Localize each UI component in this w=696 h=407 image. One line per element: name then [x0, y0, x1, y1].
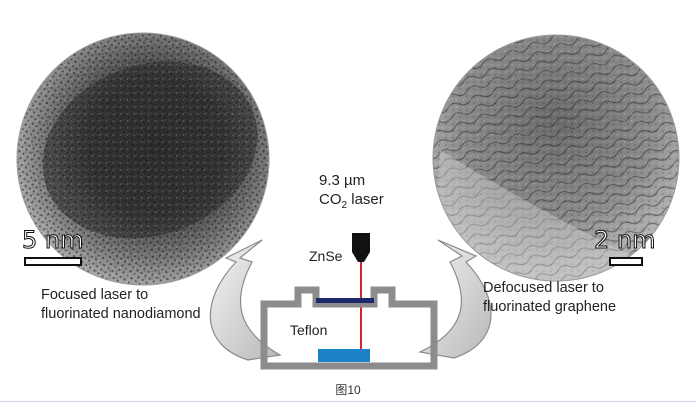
figure-caption: 图10: [335, 383, 361, 397]
left-caption-line-2: fluorinated nanodiamond: [41, 306, 201, 322]
right-caption-line-1: Defocused laser to: [483, 280, 604, 296]
graphene-tem-image: [433, 35, 679, 281]
znse-label: ZnSe: [309, 248, 343, 264]
right-scale-label: 2 nm: [594, 226, 656, 255]
nanodiamond-tem-image: [17, 33, 269, 285]
laser-head-icon: [352, 233, 370, 262]
bottom-divider: [0, 401, 696, 402]
laser-wavelength-label: 9.3 µm: [319, 172, 366, 189]
teflon-label: Teflon: [290, 322, 328, 338]
teflon-sample: [318, 349, 370, 362]
right-caption-line-2: fluorinated graphene: [483, 299, 617, 315]
left-curved-arrow: [209, 239, 282, 361]
left-caption-line-1: Focused laser to: [41, 287, 149, 303]
reaction-cell: [260, 286, 438, 370]
left-scale-label: 5 nm: [22, 226, 84, 255]
laser-type-subscript: 2: [341, 200, 348, 211]
right-scale-bar: [609, 257, 643, 266]
left-scale-bar: [24, 257, 82, 266]
laser-type-label: CO2 laser: [319, 191, 384, 211]
laser-type-suffix: laser: [347, 191, 384, 208]
znse-window: [316, 298, 374, 303]
laser-type-prefix: CO: [319, 191, 342, 208]
